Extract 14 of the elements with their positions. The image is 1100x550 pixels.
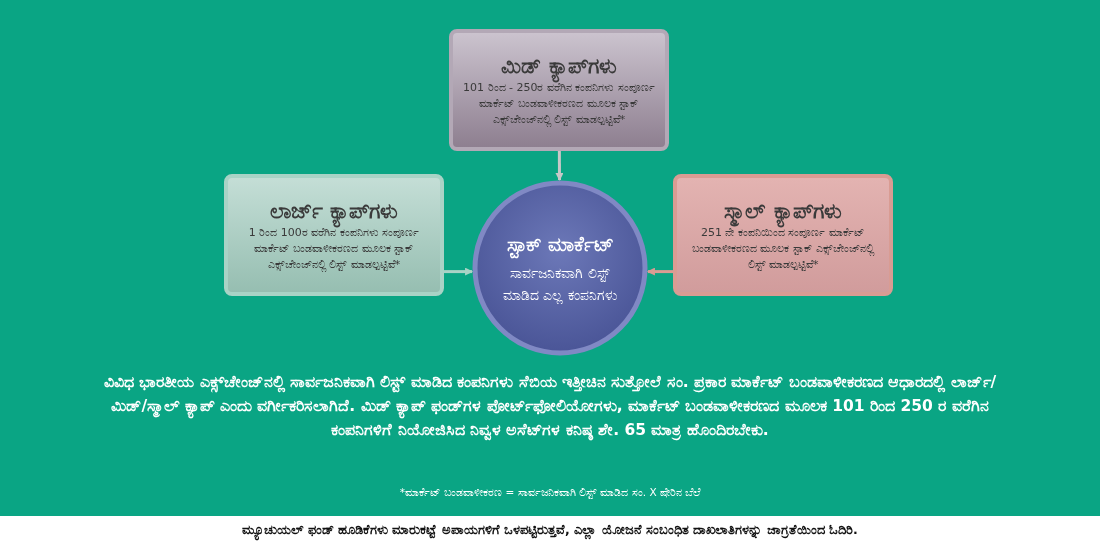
- description-text: ವಿವಿಧ ಭಾರತೀಯ ಎಕ್ಸ್‌ಚೇಂಜ್‌ನಲ್ಲಿ ಸಾರ್ವಜನಿಕವಾಗಿ ಲಿಸ್ಟ್ ಮಾಡಿದ ಕಂಪನಿಗಳು ಸೆಬಿಯ ಇತ್ತೀಚಿನ ಸುತ್ತೋಲೆ ಸಂ. ಪ್ರಕಾರ ಮಾರ್ಕೆಟ್ ಬಂಡವಾಳೀಕರಣದ ಆಧಾರದಲ್ಲಿ ಲಾರ್ಜ್/ ಮಿಡ್/ಸ್ಮಾಲ್ ಕ್ಯಾಪ್ ಎಂದು ವರ್ಗೀಕರಿಸಲಾಗಿದೆ. ಮಿಡ್ ಕ್ಯಾಪ್ ಫಂಡ್‌ಗಳ ಪೋರ್ಟ್‌ಫೋಲಿಯೋಗಳು, ಮಾರ್ಕೆಟ್ ಬಂಡವಾಳೀಕರಣದ ಮೂಲಕ 101 ರಿಂದ 250 ರ ವರೆಗಿನ ಕಂಪನಿಗಳಿಗೆ ನಿಯೋಜಿಸಿದ ನಿವ್ವಳ ಅಸೆಟ್‌ಗಳ ಕನಿಷ್ಠ ಶೇ. 65 ಮಾತ್ರ ಹೊಂದಿರಬೇಕು.: [102, 372, 998, 442]
- node-heading: ಸ್ಟಾಕ್ ಮಾರ್ಕೆಟ್: [500, 230, 620, 258]
- disclaimer-text: ಮ್ಯೂಚುಯಲ್ ಫಂಡ್ ಹೂಡಿಕೆಗಳು ಮಾರುಕಟ್ಟೆ ಅಪಾಯಗಳಿಗೆ ಒಳಪಟ್ಟಿರುತ್ತವೆ, ಎಲ್ಲಾ ಯೋಜನೆ ಸಂಬಂಧಿತ ದಾಖಲಾತಿಗಳನ್ನು ಜಾಗ್ರತೆಯಿಂದ ಓದಿರಿ.: [60, 520, 1040, 540]
- node-text: ಸಾರ್ವಜನಿಕವಾಗಿ ಲಿಸ್ಟ್ ಮಾಡಿದ ಎಲ್ಲ ಕಂಪನಿಗಳು: [502, 263, 618, 306]
- node-text: 101 ರಿಂದ - 250ರ ವರೆಗಿನ ಕಂಪನಿಗಳು ಸಂಪೂರ್ಣ ಮಾರ್ಕೆಟ್ ಬಂಡವಾಳೀಕರಣದ ಮೂಲಕ ಸ್ಟಾಕ್ ಎಕ್ಸ್‌ಚೇಂಜ್‌ನಲ್ಲಿ ಲಿಸ್ಟ್ ಮಾಡಲ್ಪಟ್ಟಿವೆ*: [463, 81, 655, 128]
- arrow: [646, 267, 673, 276]
- node-text: 251 ನೇ ಕಂಪನಿಯಿಂದ ಸಂಪೂರ್ಣ ಮಾರ್ಕೆಟ್ ಬಂಡವಾಳೀಕರಣದ ಮೂಲಕ ಸ್ಟಾಕ್ ಎಕ್ಸ್‌ಚೇಂಜ್‌ನಲ್ಲಿ ಲಿಸ್ಟ್ ಮಾಡಲ್ಪಟ್ಟಿವೆ*: [690, 226, 876, 273]
- category-box: [673, 174, 893, 296]
- category-box: [224, 174, 444, 296]
- market-circle: [472, 180, 648, 356]
- footnote-text: *ಮಾರ್ಕೆಟ್ ಬಂಡವಾಳೀಕರಣ = ಸಾರ್ವಜನಿಕವಾಗಿ ಲಿಸ್ಟ್ ಮಾಡಿದ ಸಂ. X ಷೇರಿನ ಬೆಲೆ: [398, 485, 702, 500]
- category-box: [449, 29, 669, 151]
- arrow: [555, 151, 564, 181]
- arrow: [444, 267, 474, 276]
